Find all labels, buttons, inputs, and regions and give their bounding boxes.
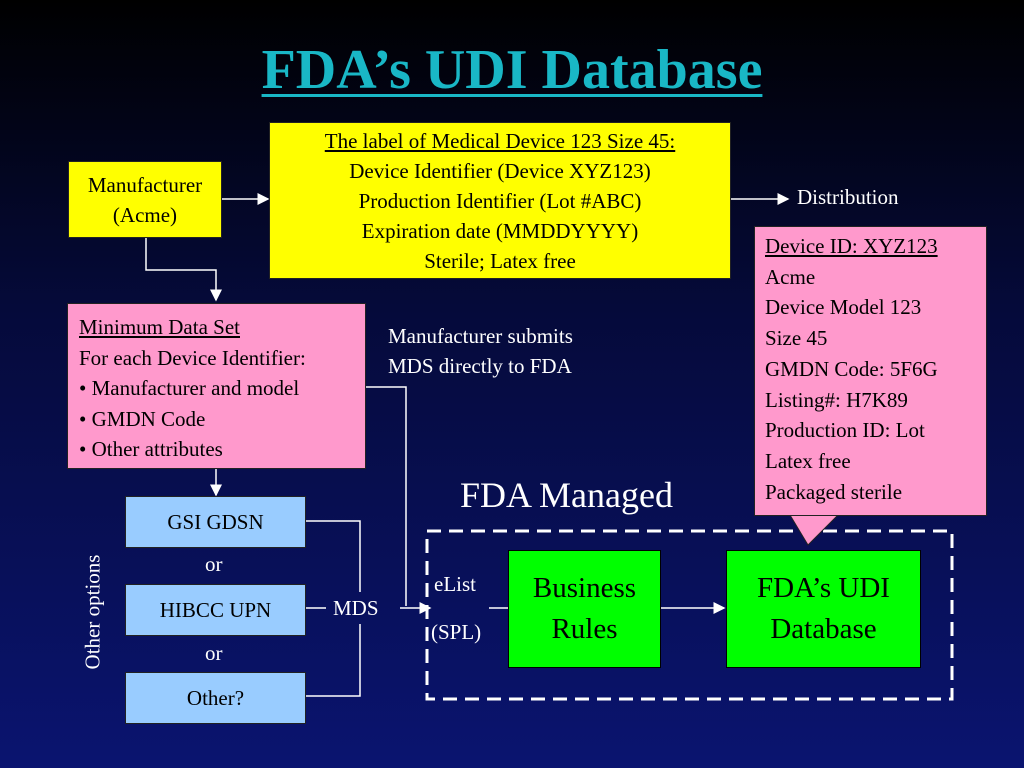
distribution-label: Distribution bbox=[797, 185, 899, 209]
business-rules-line: Business bbox=[532, 572, 637, 604]
device-record-line: Size 45 bbox=[765, 326, 828, 351]
device-record-heading: Device ID: XYZ123 bbox=[765, 234, 938, 258]
device-record-line: Device Model 123 bbox=[765, 295, 922, 320]
arrow-manufacturer-to-mds bbox=[145, 238, 222, 302]
option-gsi-gdsn: GSI GDSN bbox=[125, 496, 306, 548]
fda-managed-label: FDA Managed bbox=[460, 475, 673, 515]
fda-db-line: FDA’s UDI bbox=[757, 572, 890, 604]
submit-note-line: MDS directly to FDA bbox=[388, 354, 572, 378]
elist-label: eList bbox=[434, 572, 476, 596]
option-other: Other? bbox=[125, 672, 306, 724]
manufacturer-name: (Acme) bbox=[112, 203, 178, 227]
device-record-line: Latex free bbox=[765, 448, 851, 473]
label-heading: The label of Medical Device 123 Size 45: bbox=[324, 129, 676, 153]
manufacturer-label: Manufacturer bbox=[87, 173, 203, 197]
mds-bullet: • GMDN Code bbox=[79, 406, 206, 431]
business-rules-line: Rules bbox=[551, 613, 618, 645]
device-record-line: Acme bbox=[765, 264, 816, 289]
device-record-line: Listing#: H7K89 bbox=[765, 387, 908, 412]
label-line: Expiration date (MMDDYYYY) bbox=[361, 219, 639, 243]
line-other-to-mds bbox=[306, 624, 361, 697]
label-line: Sterile; Latex free bbox=[424, 249, 576, 273]
or-label: or bbox=[205, 641, 223, 665]
mds-bullet: • Other attributes bbox=[79, 437, 223, 461]
label-line: Device Identifier (Device XYZ123) bbox=[349, 159, 651, 183]
fda-managed-region bbox=[425, 529, 954, 701]
submit-note: Manufacturer submits MDS directly to FDA bbox=[388, 321, 573, 381]
other-options-label: Other options bbox=[80, 554, 105, 670]
label-line: Production Identifier (Lot #ABC) bbox=[358, 189, 642, 213]
fda-udi-database-box: FDA’s UDI Database bbox=[726, 550, 921, 668]
mds-bullet: • Manufacturer and model bbox=[79, 376, 300, 400]
label-box: The label of Medical Device 123 Size 45:… bbox=[269, 122, 731, 279]
line-direct-submit bbox=[366, 386, 407, 606]
page-title: FDA’s UDI Database bbox=[261, 39, 763, 101]
minimum-data-set-box: Minimum Data Set For each Device Identif… bbox=[67, 303, 366, 469]
device-record-line: Production ID: Lot bbox=[765, 418, 925, 443]
mds-label: MDS bbox=[333, 596, 379, 620]
fda-db-line: Database bbox=[770, 613, 877, 645]
or-label: or bbox=[205, 552, 223, 576]
device-record-box: Device ID: XYZ123 Acme Device Model 123 … bbox=[754, 226, 987, 516]
submit-note-line: Manufacturer submits bbox=[388, 324, 573, 348]
line-gsi-to-mds bbox=[306, 520, 361, 592]
mds-intro: For each Device Identifier: bbox=[79, 345, 306, 370]
spl-label: (SPL) bbox=[431, 620, 482, 644]
option-hibcc-upn: HIBCC UPN bbox=[125, 584, 306, 636]
device-record-line: GMDN Code: 5F6G bbox=[765, 356, 938, 381]
manufacturer-box: Manufacturer (Acme) bbox=[68, 161, 222, 238]
mds-heading: Minimum Data Set bbox=[79, 315, 240, 339]
device-record-line: Packaged sterile bbox=[765, 479, 903, 504]
business-rules-box: Business Rules bbox=[508, 550, 661, 668]
